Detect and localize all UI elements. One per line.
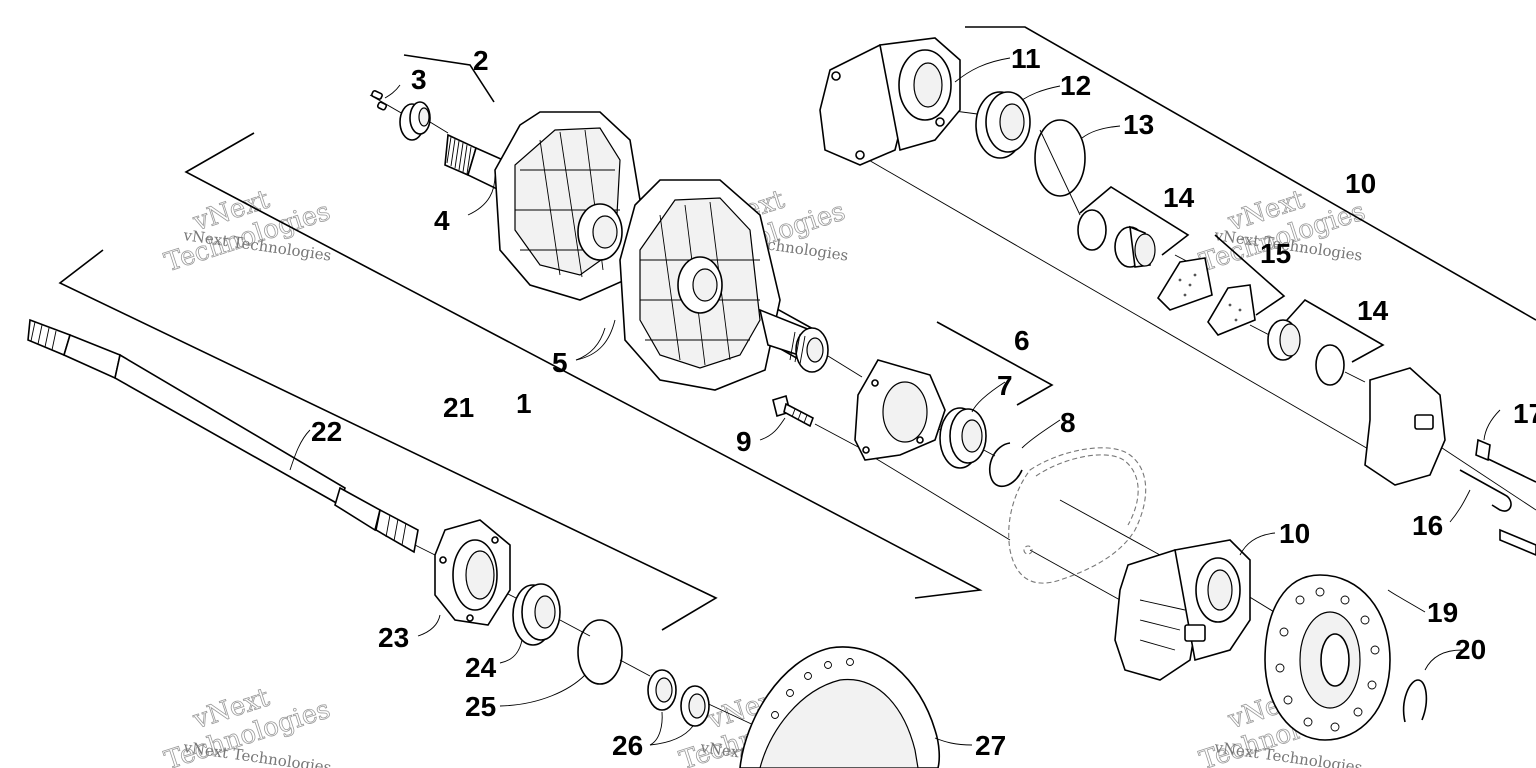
part-14-spacers-upper [1077,209,1156,268]
leader-lines [289,57,1501,746]
callout-16: 16 [1412,510,1443,541]
part-12-bearing [975,91,1031,159]
part-17-bolt [1475,438,1536,556]
part-3-pin [371,90,388,111]
part-6-flange [854,359,946,461]
callout-1: 1 [516,388,532,419]
part-7-seal [939,407,987,469]
callout-12: 12 [1060,70,1091,101]
callout-13: 13 [1123,109,1154,140]
part-24-bearing [512,583,561,646]
callout-10-upper: 10 [1345,168,1376,199]
callout-26: 26 [612,730,643,761]
part-14-spacers-lower [1267,319,1345,386]
callout-22: 22 [311,416,342,447]
group-brackets [58,26,1536,631]
callout-15: 15 [1260,238,1291,269]
part-1-drive-shaft [444,111,829,391]
callout-20: 20 [1455,634,1486,665]
callout-10-lower: 10 [1279,518,1310,549]
part-25-ring [577,619,623,685]
callout-14-lower: 14 [1357,295,1389,326]
part-19-brake-disc [1264,574,1391,741]
callout-14-upper: 14 [1163,182,1195,213]
callout-21: 21 [443,392,474,423]
callout-3: 3 [411,64,427,95]
callout-23: 23 [378,622,409,653]
callout-17: 17 [1513,398,1536,429]
chaincase-outline [1008,447,1147,584]
callout-24: 24 [465,652,497,683]
part-15-brake-pads [1156,257,1256,336]
part-22-driven-shaft [27,318,419,554]
part-2-bearing [399,101,431,141]
part-8-ring [988,442,1023,488]
callout-5: 5 [552,347,568,378]
callout-9: 9 [736,426,752,457]
callout-19: 19 [1427,597,1458,628]
callout-7: 7 [997,370,1013,401]
callout-numbers: 2 3 4 5 1 6 7 8 9 11 12 13 14 10 15 14 1… [311,43,1536,761]
part-9-bolt [772,394,814,428]
part-10-brake-caliper-upper [819,37,961,166]
callout-25: 25 [465,691,496,722]
callout-8: 8 [1060,407,1076,438]
part-10-brake-caliper-lower [1114,539,1251,681]
callout-2: 2 [473,45,489,76]
callout-6: 6 [1014,325,1030,356]
callout-4: 4 [434,205,450,236]
part-27-idler-wheel [739,646,941,768]
part-23-bearing-flange [434,519,511,626]
part-26-spacers [647,669,710,727]
part-13-ring [1034,119,1086,197]
callout-27: 27 [975,730,1006,761]
watermark-1: vNext Technologies [161,184,335,278]
part-16-clip-pin [1459,454,1536,512]
part-10-caliper-right [1364,367,1446,486]
part-20-clip [1402,679,1428,723]
callout-11: 11 [1011,43,1041,74]
